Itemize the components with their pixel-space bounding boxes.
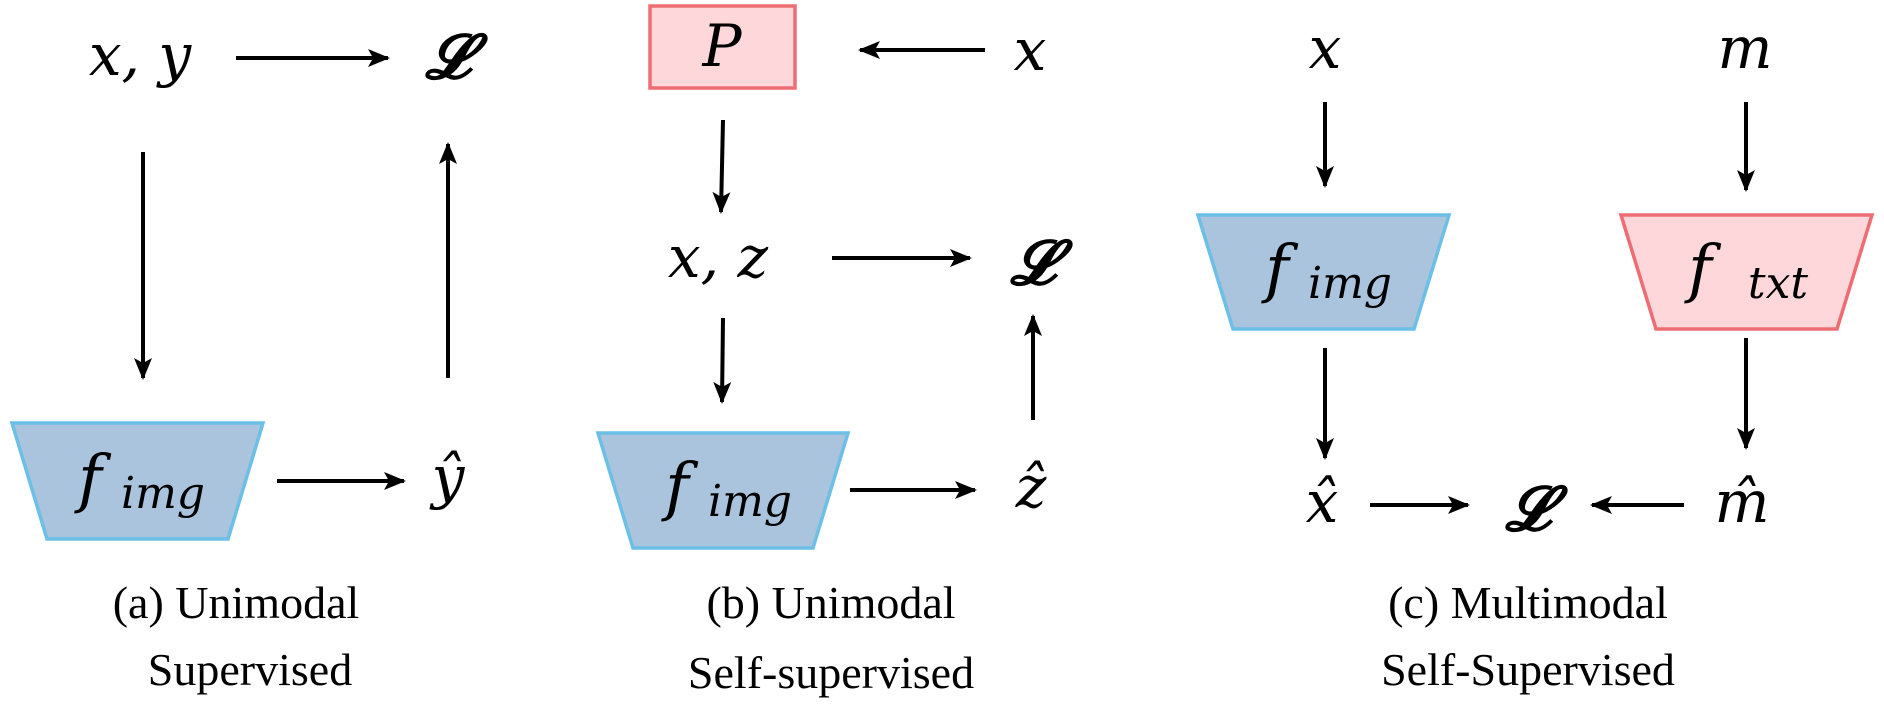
panel-b-caption-line1: (b) Unimodal [706, 577, 955, 628]
panel-c-loss: 𝓛 [1504, 472, 1568, 545]
panel-a-input-xy: x, y [89, 21, 193, 89]
panel-c-input-x: x [1309, 14, 1342, 82]
panel-b-output: ẑ [1015, 453, 1047, 521]
panel-b-loss: 𝓛 [1009, 226, 1073, 299]
panel-b-proc-shape [648, 4, 797, 90]
panel-c-input-m: m [1718, 14, 1773, 82]
panel-b-input-x: x [1014, 16, 1047, 84]
panel-c-txt-encoder: f txt [1618, 213, 1875, 331]
panel-a: x, y 𝓛 f img ŷ (a) Unimodal Supervised [9, 20, 488, 695]
panel-a-loss: 𝓛 [424, 20, 488, 93]
panel-c-output-xhat: x̂ [1306, 468, 1339, 536]
panel-b-encoder: f img [595, 431, 851, 550]
panel-c-txt-encoder-shape [1618, 213, 1875, 331]
panel-c-output-mhat: m̂ [1715, 468, 1770, 536]
panel-a-caption-line2: Supervised [148, 644, 352, 695]
panel-b-encoder-sub: img [708, 476, 792, 527]
panel-a-encoder-shape [9, 421, 266, 541]
panel-a-output: ŷ [429, 443, 466, 511]
panel-b-arrow-pair-to-encoder [713, 317, 732, 404]
panel-a-encoder: f img [9, 421, 266, 541]
panel-a-caption-line1: (a) Unimodal [113, 577, 360, 628]
panel-c-img-encoder: f img [1195, 213, 1452, 331]
panel-b-arrow-proc-to-pair [712, 119, 731, 214]
panel-b-caption-line2: Self-supervised [688, 647, 974, 698]
panel-c-img-encoder-sub: img [1308, 258, 1392, 309]
panel-c: x m f img f txt x̂ m̂ 𝓛 (c) Multimodal S… [1195, 14, 1875, 695]
panel-c-caption-line2: Self-Supervised [1381, 644, 1675, 695]
panel-b: P x x, z 𝓛 f img ẑ (b) Unimodal Self-sup… [595, 4, 1073, 698]
panel-b-proc-box: P [648, 4, 797, 90]
panel-a-encoder-sub: img [121, 468, 205, 519]
panel-c-caption-line1: (c) Multimodal [1388, 577, 1668, 628]
panel-b-encoder-shape [595, 431, 851, 550]
panel-c-img-encoder-shape [1195, 213, 1452, 331]
panel-b-proc-label: P [701, 12, 742, 80]
panel-b-pair-xz: x, z [668, 223, 769, 291]
panel-c-txt-encoder-sub: txt [1748, 258, 1808, 309]
